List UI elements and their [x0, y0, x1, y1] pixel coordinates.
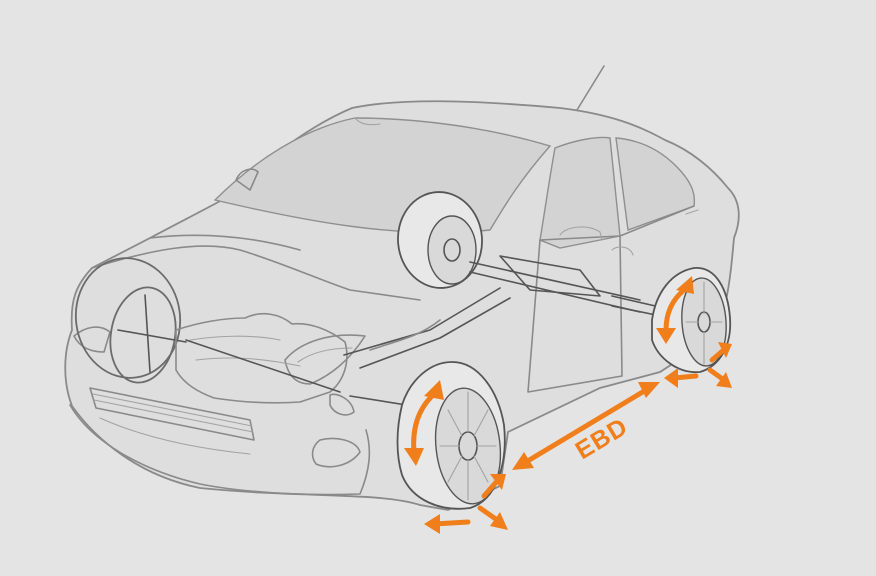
- front-wheel-rotation-arrow: [404, 380, 444, 466]
- front-side-window: [539, 136, 621, 249]
- rear-side-window: [615, 137, 696, 231]
- front-left-wheel-ghost: [74, 257, 187, 384]
- side-mirror: [235, 168, 259, 191]
- antenna: [576, 65, 605, 111]
- front-right-wheel: [396, 361, 506, 510]
- engine-block: [175, 312, 348, 404]
- door-lines: [527, 205, 695, 393]
- right-headlight: [284, 334, 366, 385]
- front-force-arrows: [424, 474, 508, 534]
- fog-lamp: [311, 437, 361, 468]
- rear-wheel-rotation-arrow: [656, 276, 694, 344]
- front-bumper: [69, 404, 371, 496]
- grille: [89, 387, 255, 441]
- rear-left-wheel-ghost: [397, 191, 483, 289]
- rear-right-wheel: [651, 267, 732, 373]
- rear-force-arrows: [664, 342, 732, 388]
- ebd-label: EBD: [571, 412, 633, 465]
- ebd-distribution-arrow: [512, 382, 660, 470]
